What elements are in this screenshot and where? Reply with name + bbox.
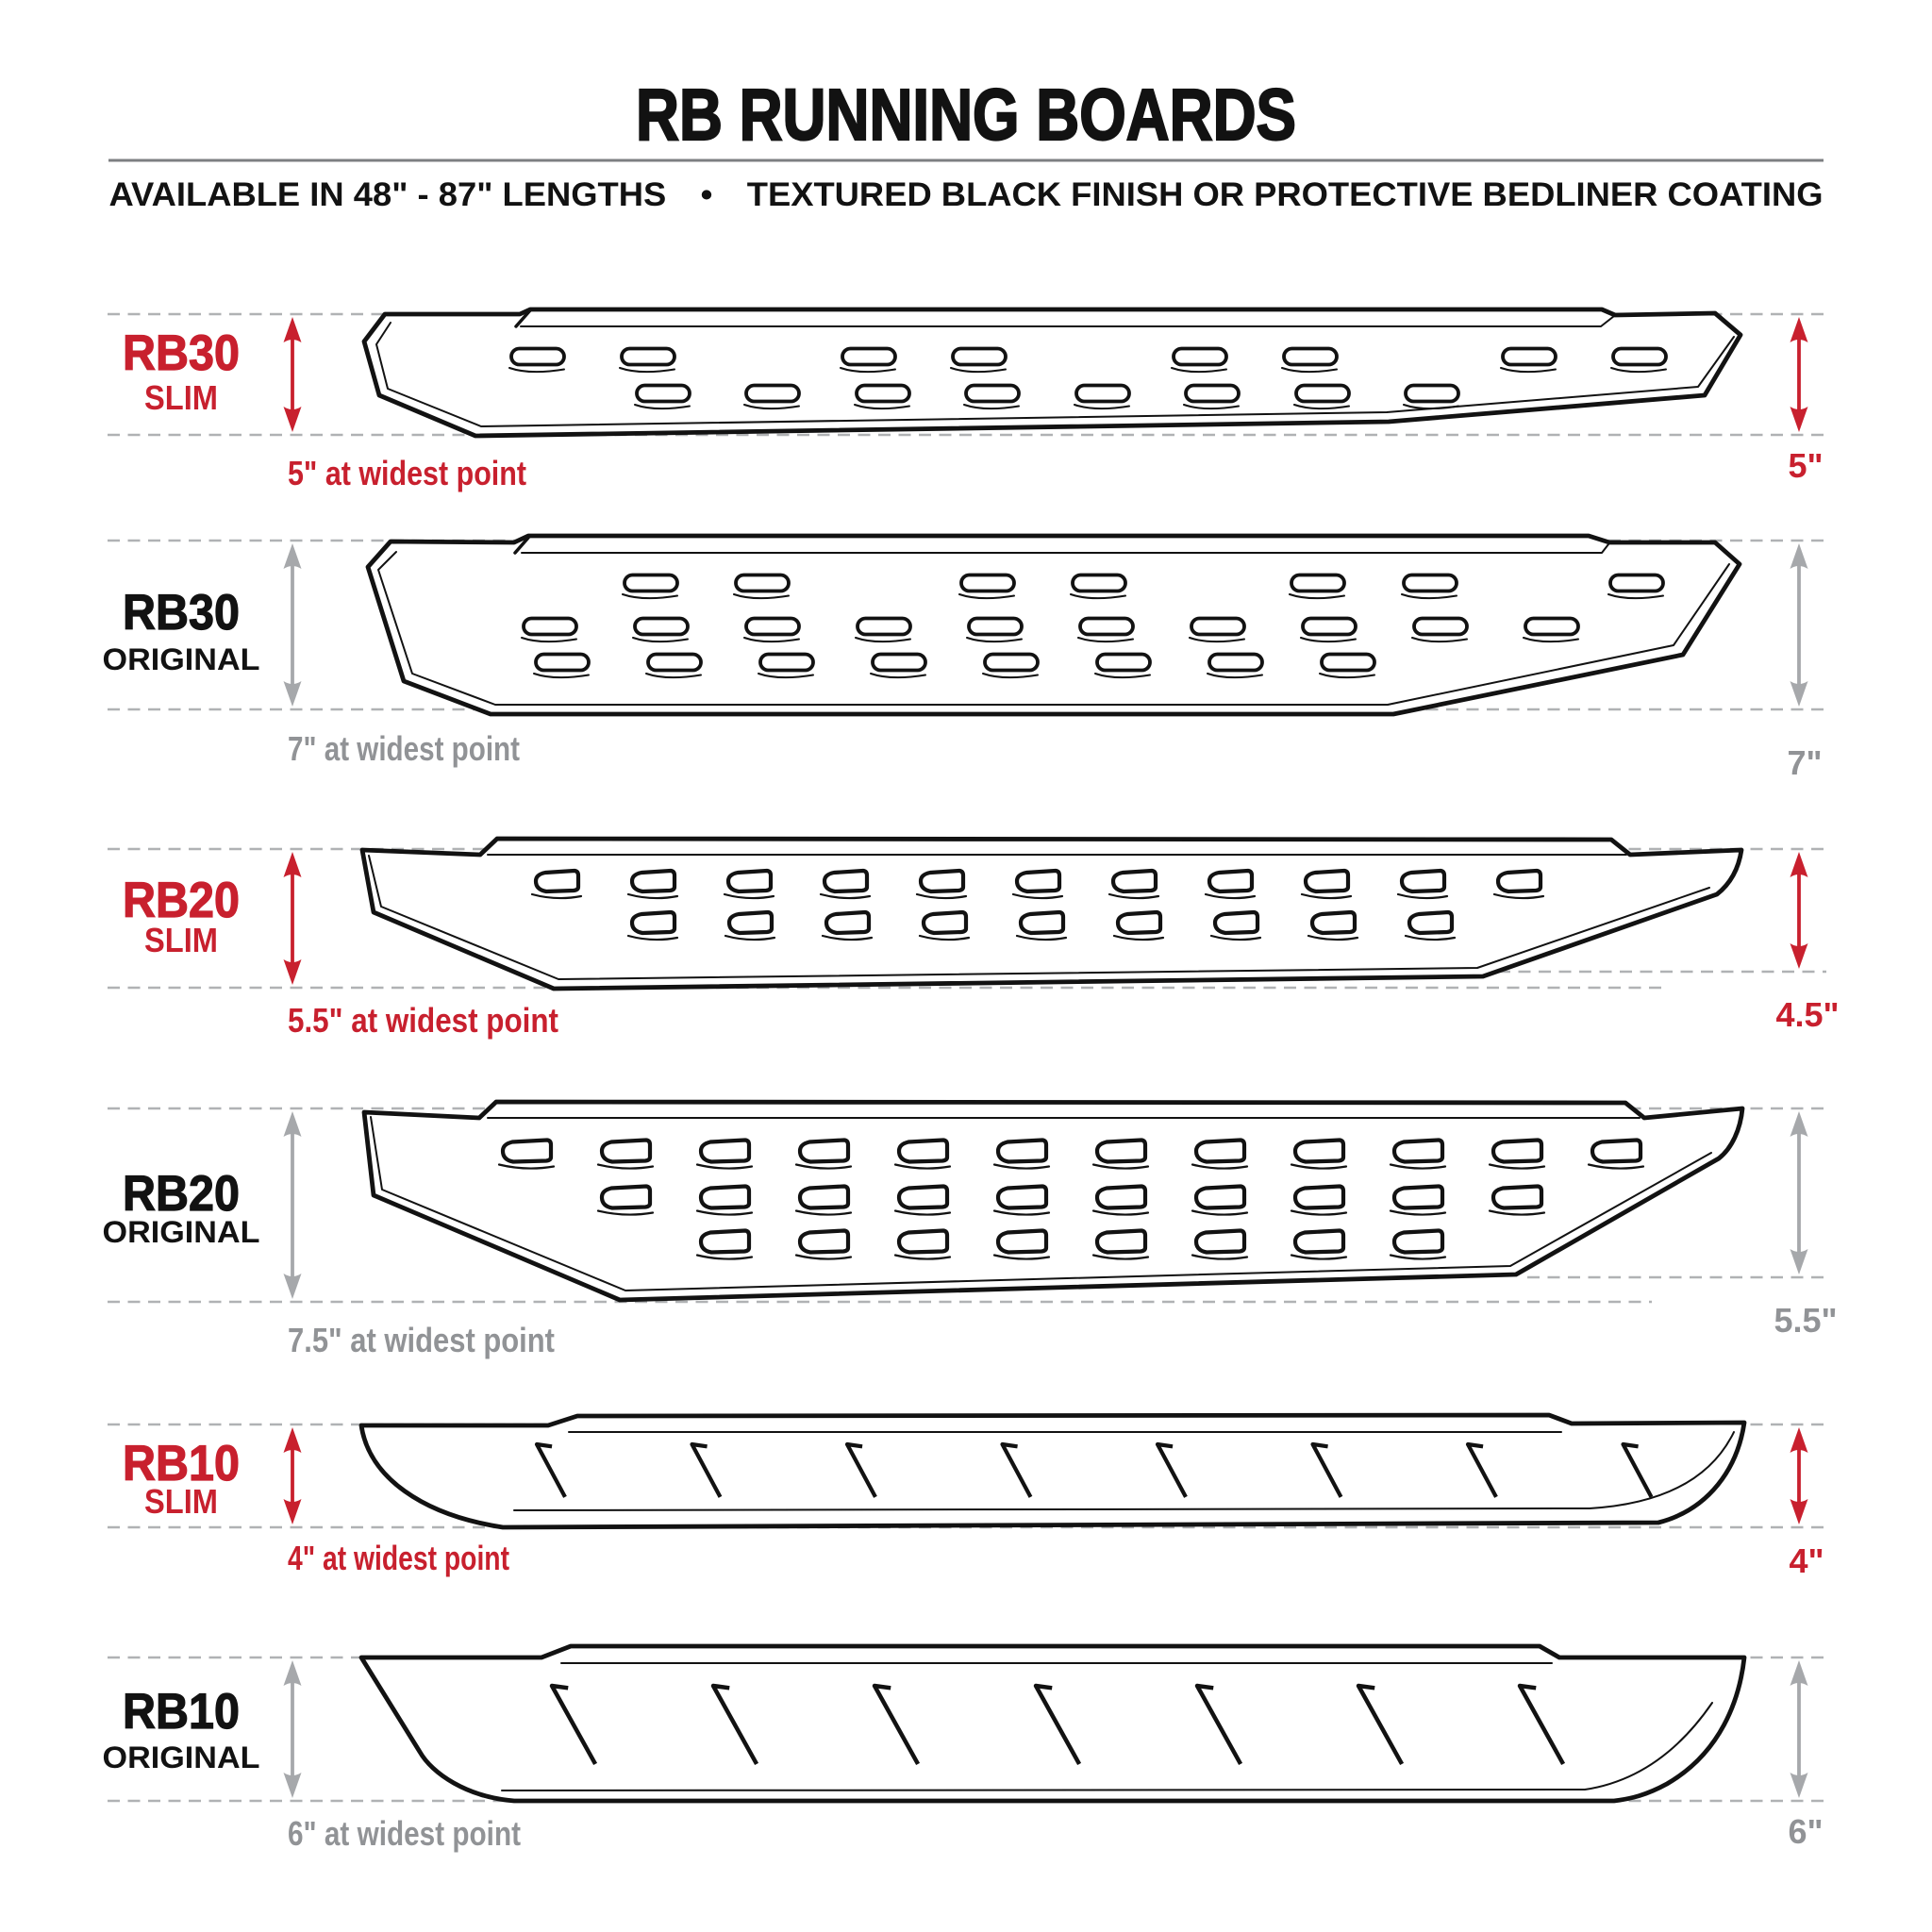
svg-text:5.5" at widest point: 5.5" at widest point (288, 1001, 558, 1040)
svg-text:4.5": 4.5" (1775, 995, 1839, 1034)
svg-text:AVAILABLE IN 48" - 87" LENGTHS: AVAILABLE IN 48" - 87" LENGTHS • TEXTURE… (109, 176, 1824, 213)
svg-text:4": 4" (1789, 1541, 1824, 1580)
svg-text:ORIGINAL: ORIGINAL (103, 1740, 260, 1774)
svg-text:5" at widest point: 5" at widest point (288, 454, 526, 492)
svg-text:RB RUNNING BOARDS: RB RUNNING BOARDS (636, 75, 1296, 156)
svg-text:5": 5" (1788, 446, 1823, 485)
svg-text:SLIM: SLIM (144, 921, 218, 959)
svg-text:RB20: RB20 (123, 873, 240, 928)
svg-text:RB10: RB10 (123, 1684, 240, 1740)
svg-text:7" at widest point: 7" at widest point (288, 729, 520, 768)
svg-text:RB30: RB30 (123, 585, 240, 641)
svg-text:RB20: RB20 (123, 1166, 240, 1222)
svg-text:7.5" at widest point: 7.5" at widest point (288, 1321, 555, 1359)
svg-text:RB10: RB10 (123, 1436, 240, 1491)
svg-text:7": 7" (1787, 743, 1822, 782)
svg-text:ORIGINAL: ORIGINAL (103, 642, 260, 676)
svg-text:SLIM: SLIM (144, 378, 218, 417)
svg-text:4" at widest point: 4" at widest point (288, 1539, 509, 1577)
svg-text:SLIM: SLIM (144, 1482, 218, 1521)
svg-text:5.5": 5.5" (1774, 1301, 1837, 1340)
svg-text:RB30: RB30 (123, 325, 240, 381)
svg-text:ORIGINAL: ORIGINAL (103, 1215, 260, 1249)
svg-text:6": 6" (1788, 1812, 1823, 1851)
svg-text:6" at widest point: 6" at widest point (288, 1814, 521, 1853)
